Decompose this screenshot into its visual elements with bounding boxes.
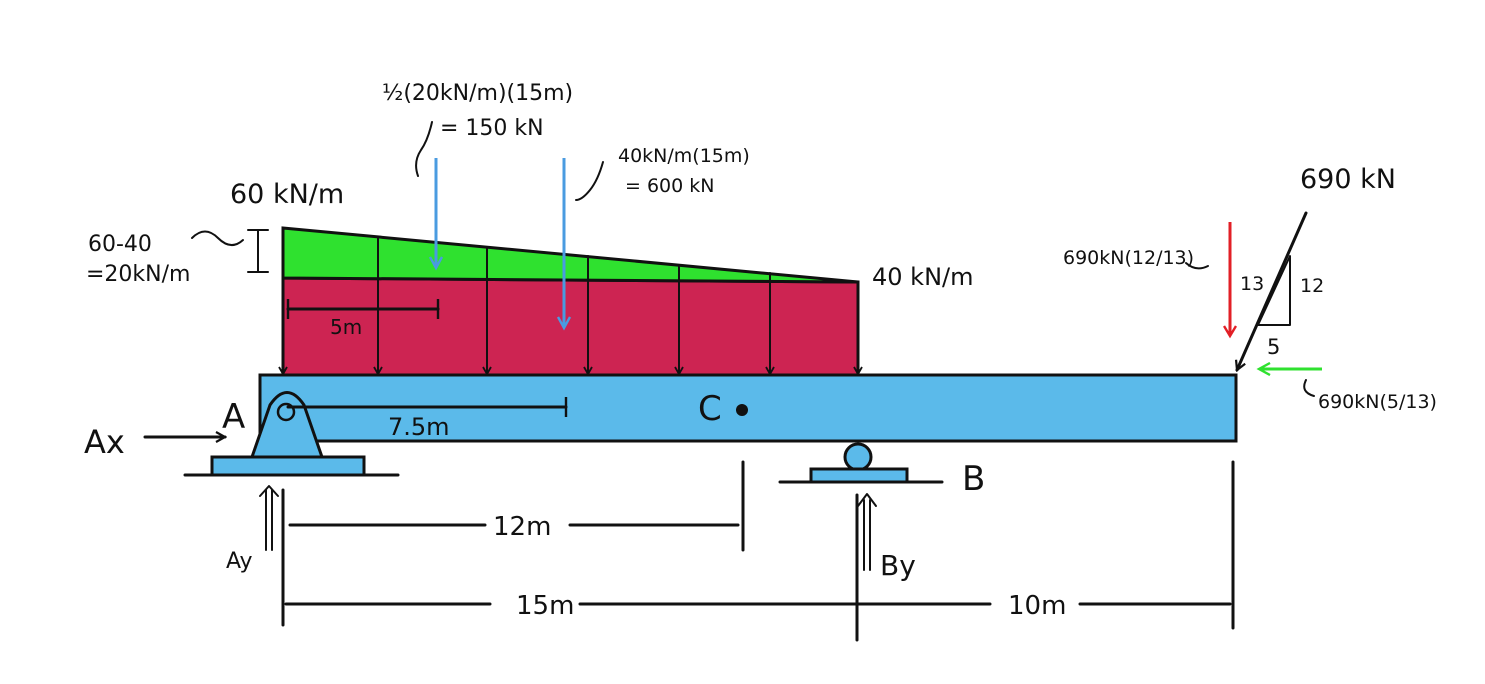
slope-triangle	[1257, 255, 1291, 326]
label-15m: 15m	[516, 591, 574, 621]
roller-support-b	[778, 442, 944, 484]
label-rect-value: = 600 kN	[625, 175, 714, 197]
load-arrows	[278, 227, 863, 376]
label-60kn: 60 kN/m	[230, 179, 344, 210]
dimension-lines	[281, 460, 1235, 642]
label-10m: 10m	[1008, 591, 1066, 621]
vertical-callout-squiggle	[1185, 262, 1209, 270]
rect-callout-squiggle	[575, 161, 604, 201]
reaction-ay-arrow	[259, 485, 279, 551]
label-rect-formula: 40kN/m(15m)	[618, 145, 750, 167]
label-tri-13: 13	[1240, 273, 1264, 295]
label-5m: 5m	[330, 315, 362, 339]
beam	[258, 373, 1238, 443]
label-force-horizontal: 690kN(5/13)	[1318, 391, 1437, 413]
label-b: B	[962, 459, 985, 499]
label-7-5m: 7.5m	[388, 413, 450, 441]
label-c: C	[698, 389, 722, 429]
label-tri-value: = 150 kN	[440, 116, 544, 141]
label-diff-top: 60-40	[88, 232, 152, 257]
label-12m: 12m	[493, 512, 551, 542]
label-tri-5: 5	[1267, 335, 1280, 359]
triangular-load-region	[281, 226, 859, 284]
label-ay: Ay	[226, 549, 253, 574]
label-force-vertical: 690kN(12/13)	[1063, 247, 1194, 269]
label-ax: Ax	[84, 423, 125, 461]
reaction-by-arrow	[857, 493, 877, 571]
horizontal-callout-hook	[1303, 379, 1315, 397]
label-tri-12: 12	[1300, 275, 1324, 297]
tri-callout-squiggle	[415, 121, 433, 177]
diff-callout-squiggle	[191, 230, 244, 246]
label-a: A	[222, 397, 245, 437]
label-by: By	[880, 549, 916, 582]
label-40kn: 40 kN/m	[872, 263, 973, 291]
label-diff-bottom: =20kN/m	[86, 262, 190, 287]
label-690kn: 690 kN	[1300, 164, 1396, 195]
applied-force-arrow	[1237, 211, 1308, 370]
label-tri-formula: ½(20kN/m)(15m)	[382, 81, 573, 106]
uniform-load-region	[281, 276, 860, 377]
load-difference-bracket	[247, 229, 269, 273]
point-c-dot	[736, 404, 748, 416]
pin-support-a	[183, 391, 400, 477]
